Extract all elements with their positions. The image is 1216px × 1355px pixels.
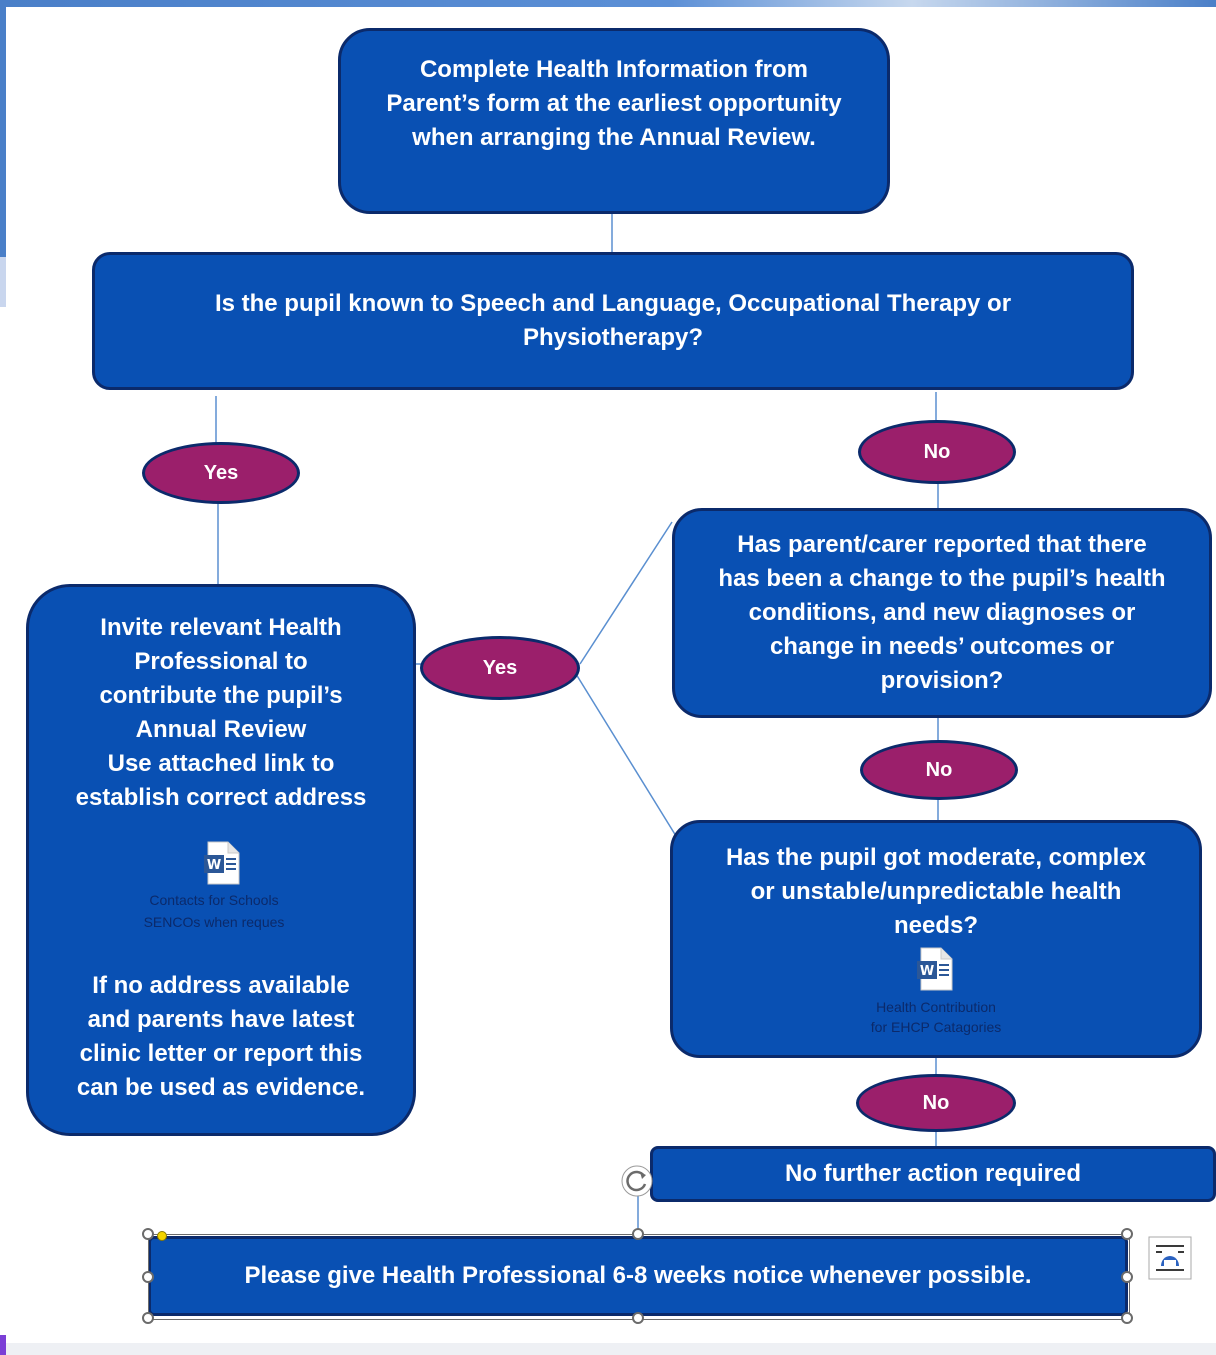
svg-text:W: W	[207, 858, 221, 873]
yes-oval-1-label: Yes	[203, 461, 239, 484]
invite-evidence-text: If no address available and parents have…	[76, 972, 366, 1101]
yes-oval-2-label: Yes	[482, 656, 518, 679]
no-oval-3[interactable]: No	[856, 1074, 1016, 1132]
question-parent-reported-change[interactable]: Has parent/carer reported that there has…	[672, 508, 1212, 718]
question-complex-health-needs-text: Has the pupil got moderate, complex or u…	[725, 844, 1147, 939]
connector-yes2-q3	[575, 673, 677, 837]
resize-handle-middle-right[interactable]	[1121, 1271, 1133, 1283]
start-box-text: Complete Health Information from Parent’…	[386, 56, 842, 151]
invite-health-professional-box[interactable]: Invite relevant Health Professional to c…	[26, 584, 416, 1136]
no-further-action-box[interactable]: No further action required	[650, 1146, 1216, 1202]
word-document-icon[interactable]: W	[204, 841, 240, 895]
question-known-to-therapy-text: Is the pupil known to Speech and Languag…	[214, 290, 1012, 351]
no-further-action-text: No further action required	[784, 1160, 1082, 1187]
no-oval-3-label: No	[922, 1091, 950, 1114]
window-left-accent-light	[0, 257, 6, 307]
selection-frame	[148, 1234, 1130, 1320]
health-contribution-attachment-caption[interactable]: Health Contribution for EHCP Catagories	[870, 999, 1002, 1035]
layout-options-icon[interactable]	[1148, 1236, 1192, 1280]
question-complex-health-needs[interactable]: Has the pupil got moderate, complex or u…	[670, 820, 1202, 1058]
yes-oval-2[interactable]: Yes	[420, 636, 580, 700]
invite-instructions-text: Invite relevant Health Professional to c…	[75, 614, 367, 811]
question-known-to-therapy[interactable]: Is the pupil known to Speech and Languag…	[92, 252, 1134, 390]
connector-yes2-q2	[579, 521, 673, 665]
no-oval-1[interactable]: No	[858, 420, 1016, 484]
no-oval-2-label: No	[925, 758, 953, 781]
question-parent-reported-change-text: Has parent/carer reported that there has…	[718, 531, 1166, 694]
start-box[interactable]: Complete Health Information from Parent’…	[338, 28, 890, 214]
notice-box-text: Please give Health Professional 6-8 week…	[244, 1262, 1032, 1289]
resize-handle-bottom-left[interactable]	[142, 1312, 154, 1324]
resize-handle-middle-left[interactable]	[142, 1271, 154, 1283]
resize-handle-top-right[interactable]	[1121, 1228, 1133, 1240]
rotate-handle-icon[interactable]	[620, 1164, 654, 1198]
resize-handle-top-middle[interactable]	[632, 1228, 644, 1240]
bottom-accent	[0, 1335, 6, 1355]
svg-text:W: W	[920, 964, 934, 979]
resize-handle-bottom-middle[interactable]	[632, 1312, 644, 1324]
window-left-accent	[0, 7, 6, 257]
notice-box[interactable]: Please give Health Professional 6-8 week…	[148, 1236, 1128, 1316]
contacts-attachment-caption[interactable]: Contacts for Schools SENCOs when reques	[143, 892, 285, 930]
bottom-strip	[0, 1343, 1216, 1355]
resize-handle-bottom-right[interactable]	[1121, 1312, 1133, 1324]
yes-oval-1[interactable]: Yes	[142, 442, 300, 504]
word-document-icon[interactable]: W	[917, 947, 953, 1001]
window-top-accent	[0, 0, 1216, 7]
resize-handle-top-left[interactable]	[142, 1228, 154, 1240]
no-oval-1-label: No	[923, 440, 951, 463]
no-oval-2[interactable]: No	[860, 740, 1018, 800]
adjustment-handle[interactable]	[157, 1231, 167, 1241]
